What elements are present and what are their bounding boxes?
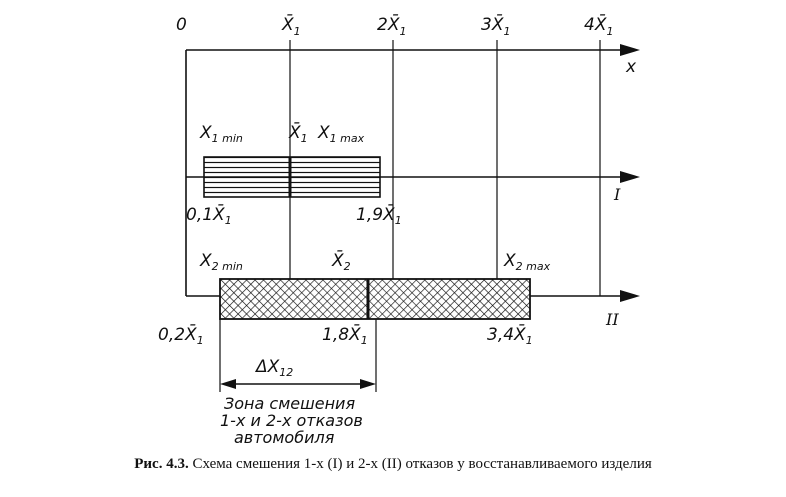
bar-1-right-value: 1,9X̄1 [356, 203, 402, 227]
figure-number: Рис. 4.3. [134, 456, 189, 472]
bar-2-mid-value: 1,8X̄1 [322, 323, 368, 347]
delta-label: ΔX12 [254, 357, 293, 379]
delta-arrow-left [220, 379, 236, 389]
bar-1-left-value: 0,1X̄1 [186, 203, 232, 227]
tick-label-3x1: 3X̄1 [481, 13, 510, 38]
bar-2-max-label: X2 max [503, 251, 551, 273]
figure-caption: Рис. 4.3. Схема смешения 1-х (I) и 2-х (… [0, 456, 786, 473]
tick-label-x1: X̄1 [281, 13, 301, 38]
zone-text-line-1: Зона смешения [224, 394, 355, 413]
line-2-label: II [605, 310, 619, 329]
axis-line-2-arrowhead [620, 290, 640, 302]
x-axis-arrowhead [620, 44, 640, 56]
bar-1-mean-label: X̄1 [288, 121, 308, 145]
figure-caption-text: Схема смешения 1-х (I) и 2-х (II) отказо… [188, 456, 652, 472]
bar-1-max-label: X1 max [317, 123, 365, 145]
axis-line-1-arrowhead [620, 171, 640, 183]
bar-1-first-failures [203, 156, 381, 198]
line-1-label: I [613, 185, 621, 204]
failure-mixing-diagram: 0 X̄1 2X̄1 3X̄1 4X̄1 x I II X1 min X̄1 X… [158, 13, 640, 447]
tick-label-2x1: 2X̄1 [377, 13, 406, 38]
delta-arrow-right [360, 379, 376, 389]
tick-label-4x1: 4X̄1 [584, 13, 613, 38]
bar-2-right-value: 3,4X̄1 [487, 323, 533, 347]
bar-2-hatch-b [219, 278, 531, 320]
zone-text-line-3: автомобиля [234, 428, 335, 447]
bar-2-mean-label: X̄2 [331, 249, 351, 273]
zone-text-line-2: 1-х и 2-х отказов [220, 411, 363, 430]
bar-1-min-label: X1 min [199, 123, 243, 145]
origin-label: 0 [176, 15, 187, 35]
bar-2-left-value: 0,2X̄1 [158, 323, 204, 347]
bar-2-min-label: X2 min [199, 251, 243, 273]
x-axis-label: x [625, 57, 637, 77]
